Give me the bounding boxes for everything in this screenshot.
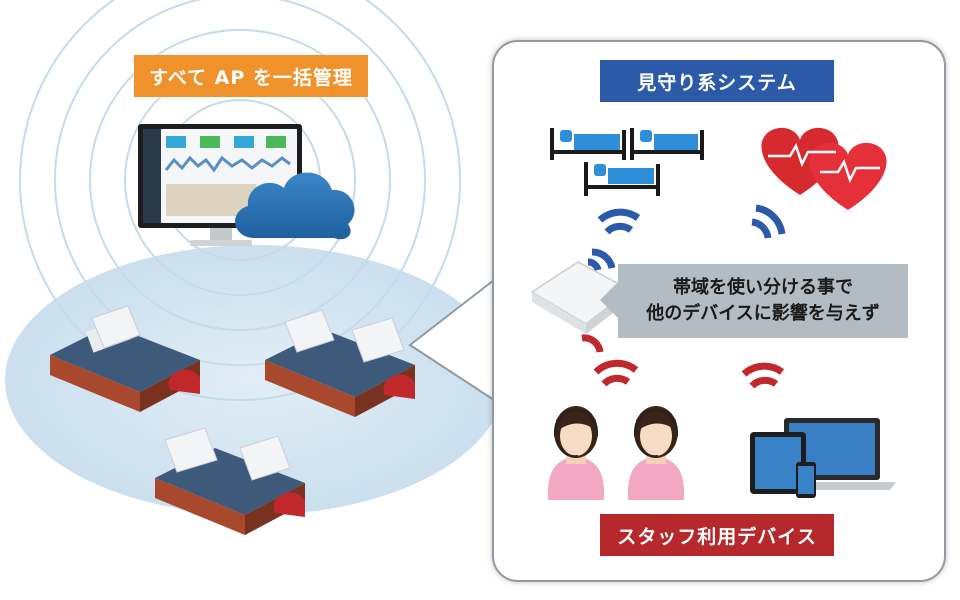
cloud-icon: [235, 172, 355, 240]
callout-line-2: 他のデバイスに影響を与えず: [646, 303, 880, 324]
access-point-icon: [530, 261, 632, 334]
central-management-label: すべて AP を一括管理: [134, 55, 368, 97]
wifi-signal-icon: [587, 204, 786, 272]
headset-operator-icon: [547, 406, 685, 500]
tablet-icon: [750, 432, 806, 494]
bandwidth-callout: 帯域を使い分ける事で 他のデバイスに影響を与えず: [618, 264, 908, 338]
wifi-signal-icon: [581, 334, 785, 389]
factory-icon: [50, 305, 415, 535]
heart-rate-icon: [761, 127, 887, 210]
monitoring-system-label: 見守り系システム: [600, 60, 834, 102]
bed-icon: [550, 128, 704, 196]
staff-devices-label: スタッフ利用デバイス: [600, 514, 834, 556]
smartphone-icon: [796, 462, 816, 498]
callout-line-1: 帯域を使い分ける事で: [673, 276, 853, 298]
